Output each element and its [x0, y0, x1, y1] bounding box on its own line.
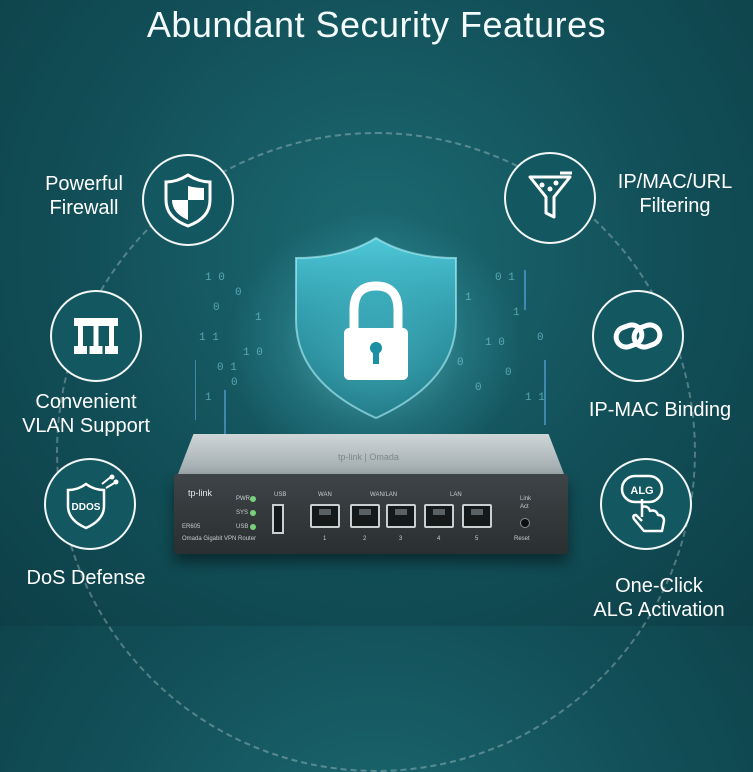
usb-port[interactable]: [272, 504, 284, 534]
router-front-panel: tp-link ER605 Omada Gigabit VPN Router P…: [174, 474, 568, 554]
svg-text:1 1: 1 1: [525, 392, 545, 404]
usb-led: [250, 524, 256, 530]
feature-label-alg: One-Click ALG Activation: [574, 574, 744, 622]
led-label-pwr: PWR: [236, 496, 250, 502]
feature-label-dos: DoS Defense: [6, 566, 166, 590]
shield-icon: [164, 173, 212, 228]
svg-text:1 1: 1 1: [199, 332, 219, 344]
status-label-act: Act: [520, 504, 529, 510]
ddos-icon: DDOS: [66, 474, 119, 530]
feature-label-line: ALG Activation: [593, 599, 725, 621]
svg-text:1 0: 1 0: [243, 347, 263, 359]
alg-icon-text: ALG: [630, 485, 653, 497]
svg-text:1 0: 1 0: [485, 337, 505, 349]
feature-circle-firewall: [142, 154, 234, 246]
svg-text:0: 0: [457, 357, 464, 369]
svg-text:0: 0: [213, 302, 220, 314]
link-icon: [613, 322, 663, 350]
feature-label-line: IP/MAC/URL: [617, 171, 733, 193]
feature-label-line: DoS Defense: [26, 567, 146, 589]
usb-label: USB: [274, 492, 287, 498]
feature-circle-filtering: [504, 152, 596, 244]
svg-text:1: 1: [255, 312, 262, 324]
router-brand: tp-link: [188, 488, 213, 498]
feature-label-line: One-Click: [615, 575, 703, 597]
led-label-usb: USB: [236, 524, 249, 530]
feature-label-line: Firewall: [49, 197, 119, 219]
port-number-2: 2: [363, 536, 367, 542]
pwr-led: [250, 496, 256, 502]
port-number-5: 5: [475, 536, 479, 542]
svg-text:1: 1: [205, 392, 212, 404]
svg-text:1: 1: [513, 307, 520, 319]
ddos-icon-text: DDOS: [72, 502, 101, 513]
feature-label-line: Convenient: [35, 391, 137, 413]
router-description: Omada Gigabit VPN Router: [182, 536, 257, 542]
feature-label-firewall: Powerful Firewall: [24, 172, 144, 220]
alg-hand-icon: ALG: [620, 474, 666, 533]
reset-label: Reset: [514, 536, 530, 542]
svg-text:0 1: 0 1: [495, 272, 515, 284]
filter-icon: [528, 171, 572, 219]
status-label-link: Link: [520, 496, 532, 502]
feature-circle-dos: DDOS: [44, 458, 136, 550]
svg-text:0: 0: [231, 377, 238, 389]
padlock-shield-icon: [295, 236, 457, 420]
port-group-label-wanlan: WAN/LAN: [370, 492, 398, 498]
feature-label-vlan: Convenient VLAN Support: [6, 390, 166, 438]
feature-label-binding: IP-MAC Binding: [570, 398, 750, 422]
feature-label-line: VLAN Support: [22, 415, 150, 437]
reset-button[interactable]: [520, 518, 530, 528]
page-title: Abundant Security Features: [146, 4, 607, 45]
port-number-1: 1: [323, 536, 327, 542]
svg-text:0 1: 0 1: [217, 362, 237, 374]
svg-text:0: 0: [235, 287, 242, 299]
port-group-label-lan: LAN: [450, 492, 462, 498]
vlan-icon: [74, 318, 118, 354]
ethernet-port-5[interactable]: [462, 504, 492, 528]
svg-text:1: 1: [465, 292, 472, 304]
ethernet-port-4[interactable]: [424, 504, 454, 528]
feature-label-line: Filtering: [639, 195, 711, 217]
ethernet-port-3[interactable]: [386, 504, 416, 528]
feature-label-line: Powerful: [45, 173, 123, 195]
binary-stream-graphic: 1 0 0 1 1 0 1 1 0 1 0 0 1 0 1 1 1 0 0 1 1 0 1 0 0: [195, 270, 546, 435]
feature-label-filtering: IP/MAC/URL Filtering: [600, 170, 750, 218]
router-top-panel: tp-link | Omada: [178, 434, 564, 474]
feature-circle-binding: [592, 290, 684, 382]
svg-text:1 0: 1 0: [205, 272, 225, 284]
led-label-sys: SYS: [236, 510, 249, 516]
ethernet-port-1[interactable]: [310, 504, 340, 528]
router-model: ER605: [182, 524, 201, 530]
router-top-brand: tp-link | Omada: [338, 452, 399, 462]
svg-text:0: 0: [537, 332, 544, 344]
ethernet-port-2[interactable]: [350, 504, 380, 528]
feature-circle-alg: ALG: [600, 458, 692, 550]
port-number-3: 3: [399, 536, 403, 542]
svg-text:0: 0: [475, 382, 482, 394]
sys-led: [250, 510, 256, 516]
feature-label-line: IP-MAC Binding: [588, 399, 732, 421]
svg-text:0: 0: [505, 367, 512, 379]
feature-circle-vlan: [50, 290, 142, 382]
port-number-4: 4: [437, 536, 441, 542]
port-group-label-wan: WAN: [318, 492, 332, 498]
